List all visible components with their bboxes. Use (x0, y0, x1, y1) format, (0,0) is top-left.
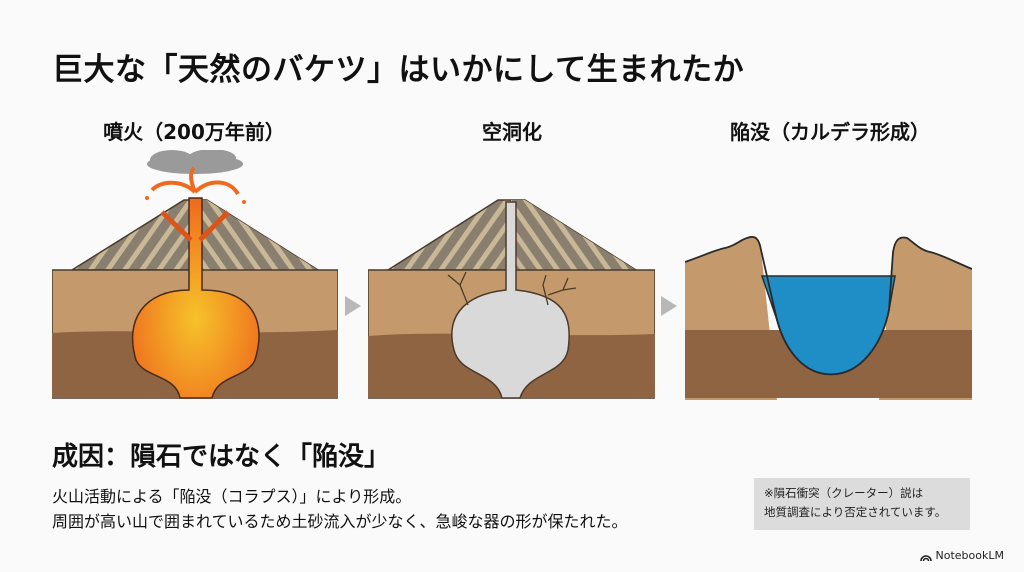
notebooklm-logo-icon (919, 554, 932, 561)
meteor-theory-note: ※隕石衝突（クレーター）説は 地質調査により否定されています。 (754, 478, 970, 530)
next-step-arrow-icon (661, 296, 677, 316)
eruption-illustration (52, 150, 338, 400)
note-line-1: ※隕石衝突（クレーター）説は (764, 486, 924, 500)
description-line-2: 周囲が高い山で囲まれているため土砂流入が少なく、急峻な器の形が保たれた。 (52, 512, 628, 531)
ash-cloud-icon (147, 150, 243, 174)
description-line-1: 火山活動による「陥没（コラプス）」により形成。 (52, 487, 412, 506)
caldera-illustration (685, 150, 972, 400)
page-title: 巨大な「天然のバケツ」はいかにして生まれたか (52, 52, 745, 88)
note-line-2: 地質調査により否定されています。 (764, 505, 947, 519)
step-label-eruption: 噴火（200万年前） (103, 120, 285, 144)
notebooklm-brand: NotebookLM (919, 549, 1004, 562)
step-label-hollowing: 空洞化 (482, 120, 542, 144)
hollowing-illustration (368, 150, 655, 400)
brand-label: NotebookLM (935, 549, 1004, 562)
cause-heading: 成因：隕石ではなく「陥没」 (52, 442, 391, 472)
next-step-arrow-icon (345, 296, 361, 316)
step-label-collapse: 陥没（カルデラ形成） (730, 120, 930, 144)
cause-description: 火山活動による「陥没（コラプス）」により形成。 周囲が高い山で囲まれているため土… (52, 484, 628, 534)
